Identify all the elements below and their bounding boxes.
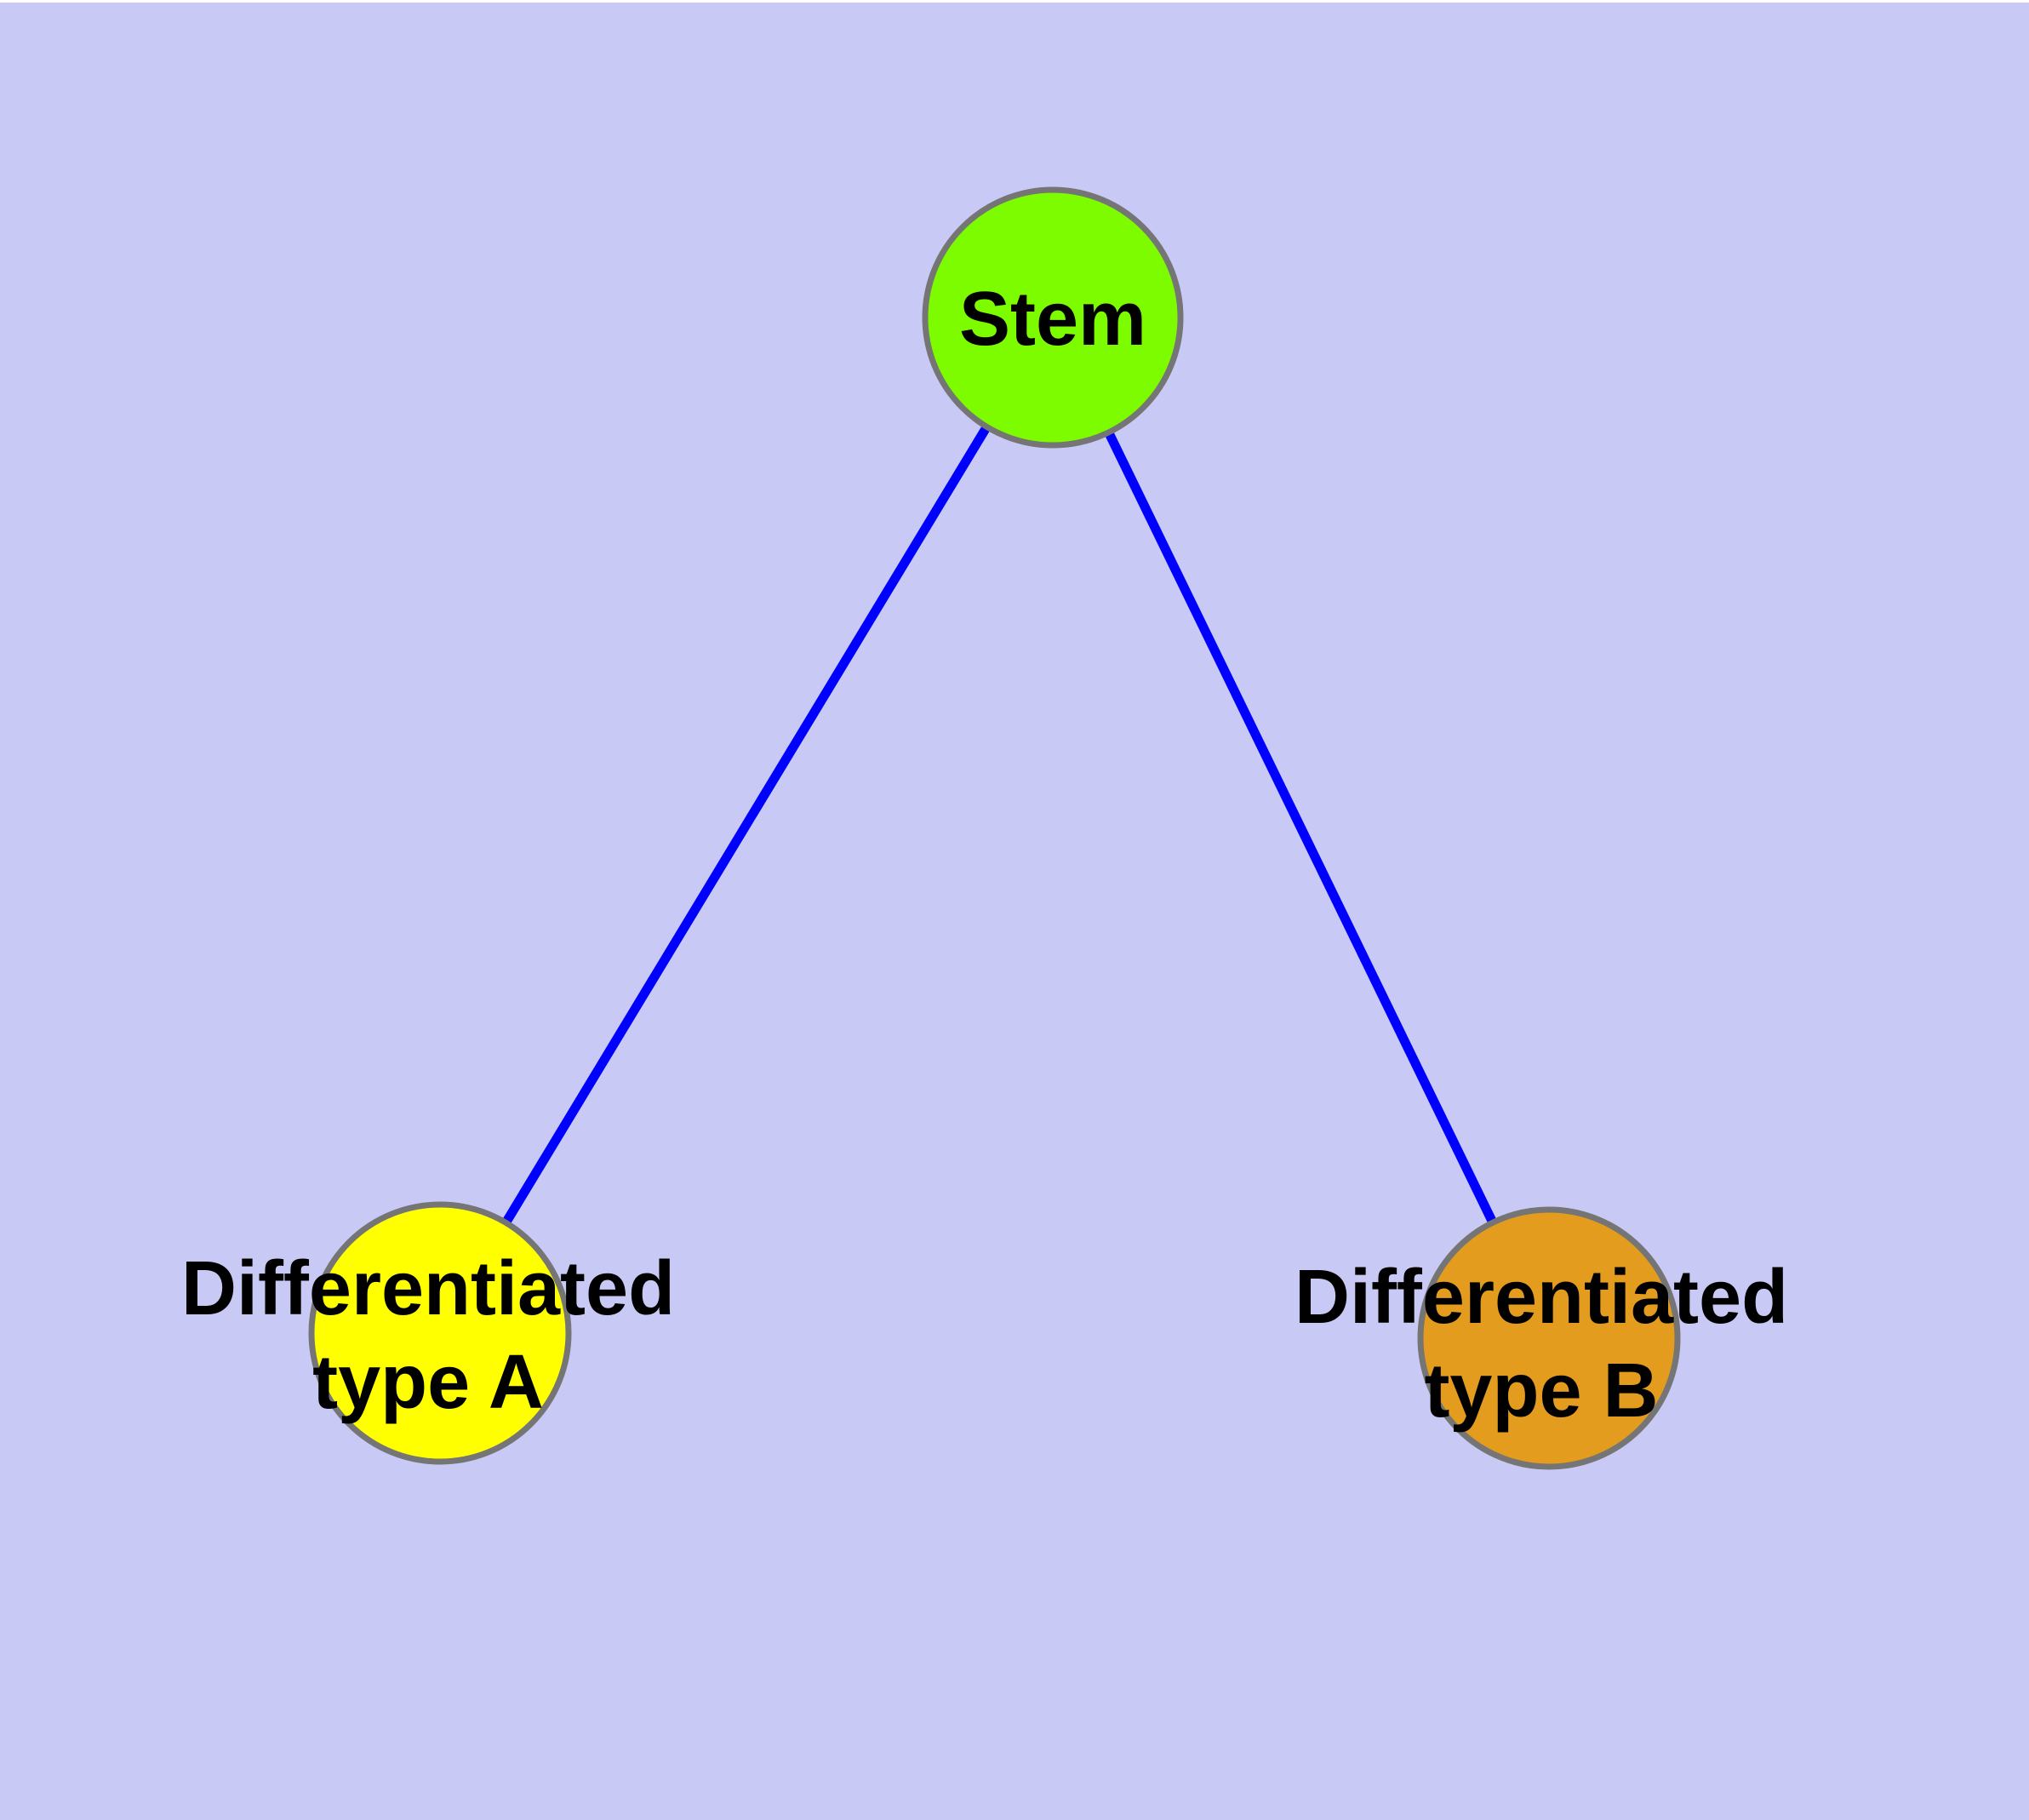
node-type-a-label: Differentiated type A	[180, 1246, 676, 1425]
node-type-a-circle	[308, 1201, 572, 1465]
node-type-b-circle	[1417, 1206, 1681, 1470]
node-stem-label: Stem	[958, 277, 1147, 362]
edge-stem-to-type-a	[435, 315, 1057, 1336]
node-type-b-label: Differentiated type B	[1294, 1255, 1789, 1434]
node-stem-circle	[922, 186, 1184, 449]
edge-stem-to-type-b	[1049, 315, 1553, 1341]
